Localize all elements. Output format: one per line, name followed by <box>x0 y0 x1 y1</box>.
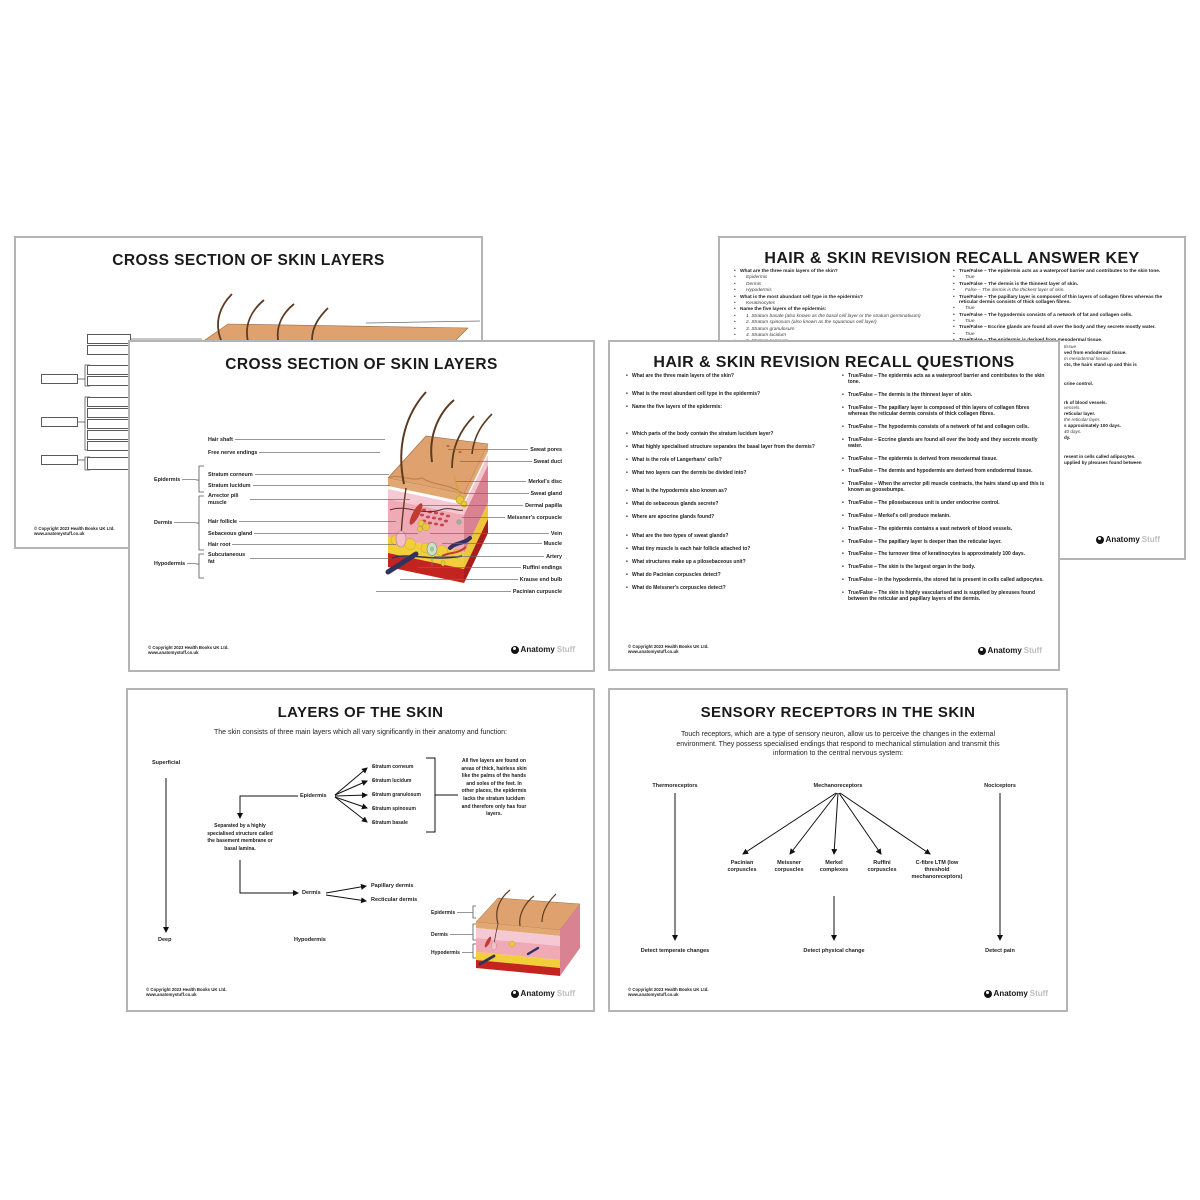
node-reticular-dermis: Recticular dermis <box>371 897 418 903</box>
label-arrector-pili-muscle: Arrector pili muscle <box>208 493 410 506</box>
node-pacinian-corpuscles: Pacinian corpuscles <box>727 860 757 873</box>
blank-label-box <box>87 457 130 470</box>
poster-sensory-receptors: SENSORY RECEPTORS IN THE SKIN Touch rece… <box>608 688 1068 1012</box>
anatomystuff-logo-icon <box>510 645 519 654</box>
page-title: LAYERS OF THE SKIN <box>277 704 444 721</box>
anatomystuff-logo-icon <box>510 989 519 998</box>
label-artery: Artery <box>434 553 562 560</box>
axis-superficial: Superficial <box>152 760 181 766</box>
blank-label-box <box>41 374 78 384</box>
blank-label-box <box>87 441 130 451</box>
blank-label-box <box>41 417 78 427</box>
node-nociceptors: Nociceptors <box>984 783 1016 789</box>
group-label-hypodermis: Hypodermis <box>154 560 196 567</box>
note-five-layers: All five layers are found on areas of th… <box>461 758 527 818</box>
answer-key-left-column: What are the three main layers of the sk… <box>734 269 950 346</box>
page-subtitle: The skin consists of three main layers w… <box>214 729 507 736</box>
node-dermis: Dermis <box>302 890 321 896</box>
outcome-detect-physical: Detect physical change <box>803 948 865 954</box>
mini-label-epidermis: Epidermis <box>431 909 473 916</box>
mini-label-dermis: Dermis <box>431 931 473 938</box>
outcome-detect-pain: Detect pain <box>985 948 1015 954</box>
layers-flowchart-lines <box>163 757 476 959</box>
blank-label-box <box>41 455 78 465</box>
node-thermoreceptors: Thermoreceptors <box>652 783 698 789</box>
node-epidermis: Epidermis <box>300 793 327 799</box>
node-ruffini-corpuscles: Ruffini corpuscles <box>867 860 897 873</box>
node-papillary-dermis: Papillary dermis <box>371 883 414 889</box>
blank-label-box <box>87 365 130 375</box>
page-title: HAIR & SKIN REVISION RECALL QUESTIONS <box>653 354 1015 371</box>
copyright: © Copyright 2023 Health Books UK Ltd. ww… <box>628 643 709 655</box>
anatomystuff-logo-icon <box>983 989 992 998</box>
node-mechanoreceptors: Mechanoreceptors <box>813 783 863 789</box>
blank-label-box <box>87 376 130 386</box>
node-merkel-complexes: Merkel complexes <box>819 860 849 873</box>
blank-label-box <box>87 430 130 440</box>
questions-right-column: True/False – The epidermis acts as a wat… <box>842 373 1048 609</box>
copyright: © Copyright 2023 Health Books UK Ltd. ww… <box>146 986 227 998</box>
label-sweat-duct: Sweat duct <box>460 458 562 465</box>
blank-label-box <box>87 345 131 355</box>
blank-label-box <box>87 408 130 418</box>
node-cfibre-ltm: C-fibre LTM (low threshold mechanorecept… <box>911 860 963 880</box>
label-ruffini-endings: Ruffini endings <box>418 564 562 571</box>
label-hair-shaft: Hair shaft <box>208 436 385 443</box>
copyright: © Copyright 2023 Health Books UK Ltd. ww… <box>628 986 709 998</box>
blank-label-box <box>87 397 130 407</box>
label-pacinian-corpuscle: Pacinian curpuscle <box>376 588 562 595</box>
poster-layers-of-skin: LAYERS OF THE SKIN The skin consists of … <box>126 688 595 1012</box>
label-free-nerve-endings: Free nerve endings <box>208 449 380 456</box>
label-sebaceous-gland: Sebaceous gland <box>208 530 418 537</box>
label-vein: Vein <box>430 530 562 537</box>
page-title: CROSS SECTION OF SKIN LAYERS <box>112 252 385 269</box>
anatomystuff-logo-icon <box>977 646 986 655</box>
label-muscle: Muscle <box>442 540 562 547</box>
sensory-flowchart-lines <box>672 792 1003 941</box>
mini-skin-diagram <box>475 889 581 976</box>
poster-cross-section: CROSS SECTION OF SKIN LAYERS <box>128 340 595 672</box>
group-label-dermis: Dermis <box>154 519 196 526</box>
copyright: © Copyright 2023 Health Books UK Ltd. ww… <box>34 525 115 537</box>
axis-deep: Deep <box>158 937 172 943</box>
label-merkels-disc: Merkel's disc <box>456 478 562 485</box>
label-hair-follicle: Hair follicle <box>208 518 396 525</box>
label-meissners-corpuscle: Meissner's corpuscle <box>462 514 562 521</box>
mini-label-hypodermis: Hypodermis <box>431 949 473 956</box>
copyright: © Copyright 2023 Health Books UK Ltd. ww… <box>148 644 229 656</box>
page-title: CROSS SECTION OF SKIN LAYERS <box>225 356 498 373</box>
label-stratum-lucidum: Stratum lucidum <box>208 482 390 489</box>
page-title: HAIR & SKIN REVISION RECALL ANSWER KEY <box>764 250 1140 267</box>
anatomystuff-logo-icon <box>1095 535 1104 544</box>
label-dermal-papilla: Dermal papilla <box>422 502 562 509</box>
blank-label-box <box>87 334 131 344</box>
answer-key-right-column: True/False – The epidermis acts as a wat… <box>953 269 1171 345</box>
poster-recall-questions: HAIR & SKIN REVISION RECALL QUESTIONS Wh… <box>608 340 1060 671</box>
label-sweat-pores: Sweat pores <box>448 446 562 453</box>
node-meissner-corpuscles: Meissner corpuscles <box>774 860 804 873</box>
outcome-detect-temperature: Detect temperate changes <box>640 948 710 954</box>
label-krause-end-bulb: Krause end bulb <box>400 576 562 583</box>
label-hair-root: Hair root <box>208 541 396 548</box>
questions-left-column: What are the three main layers of the sk… <box>626 373 826 598</box>
group-label-epidermis: Epidermis <box>154 476 196 483</box>
label-subcutaneous-fat: Subcutaneous fat <box>208 552 390 565</box>
note-basement-membrane: Separated by a highly specialised struct… <box>207 823 273 852</box>
node-hypodermis: Hypodermis <box>294 937 326 943</box>
blank-skin-diagram <box>78 293 481 471</box>
page-subtitle: Touch receptors, which are a type of sen… <box>676 731 1000 757</box>
label-stratum-corneum: Stratum corneum <box>208 471 389 478</box>
skin-cross-section-diagram <box>196 391 493 583</box>
blank-label-box <box>87 419 130 429</box>
label-sweat-gland: Sweat gland <box>464 490 562 497</box>
page-title: SENSORY RECEPTORS IN THE SKIN <box>700 704 976 721</box>
